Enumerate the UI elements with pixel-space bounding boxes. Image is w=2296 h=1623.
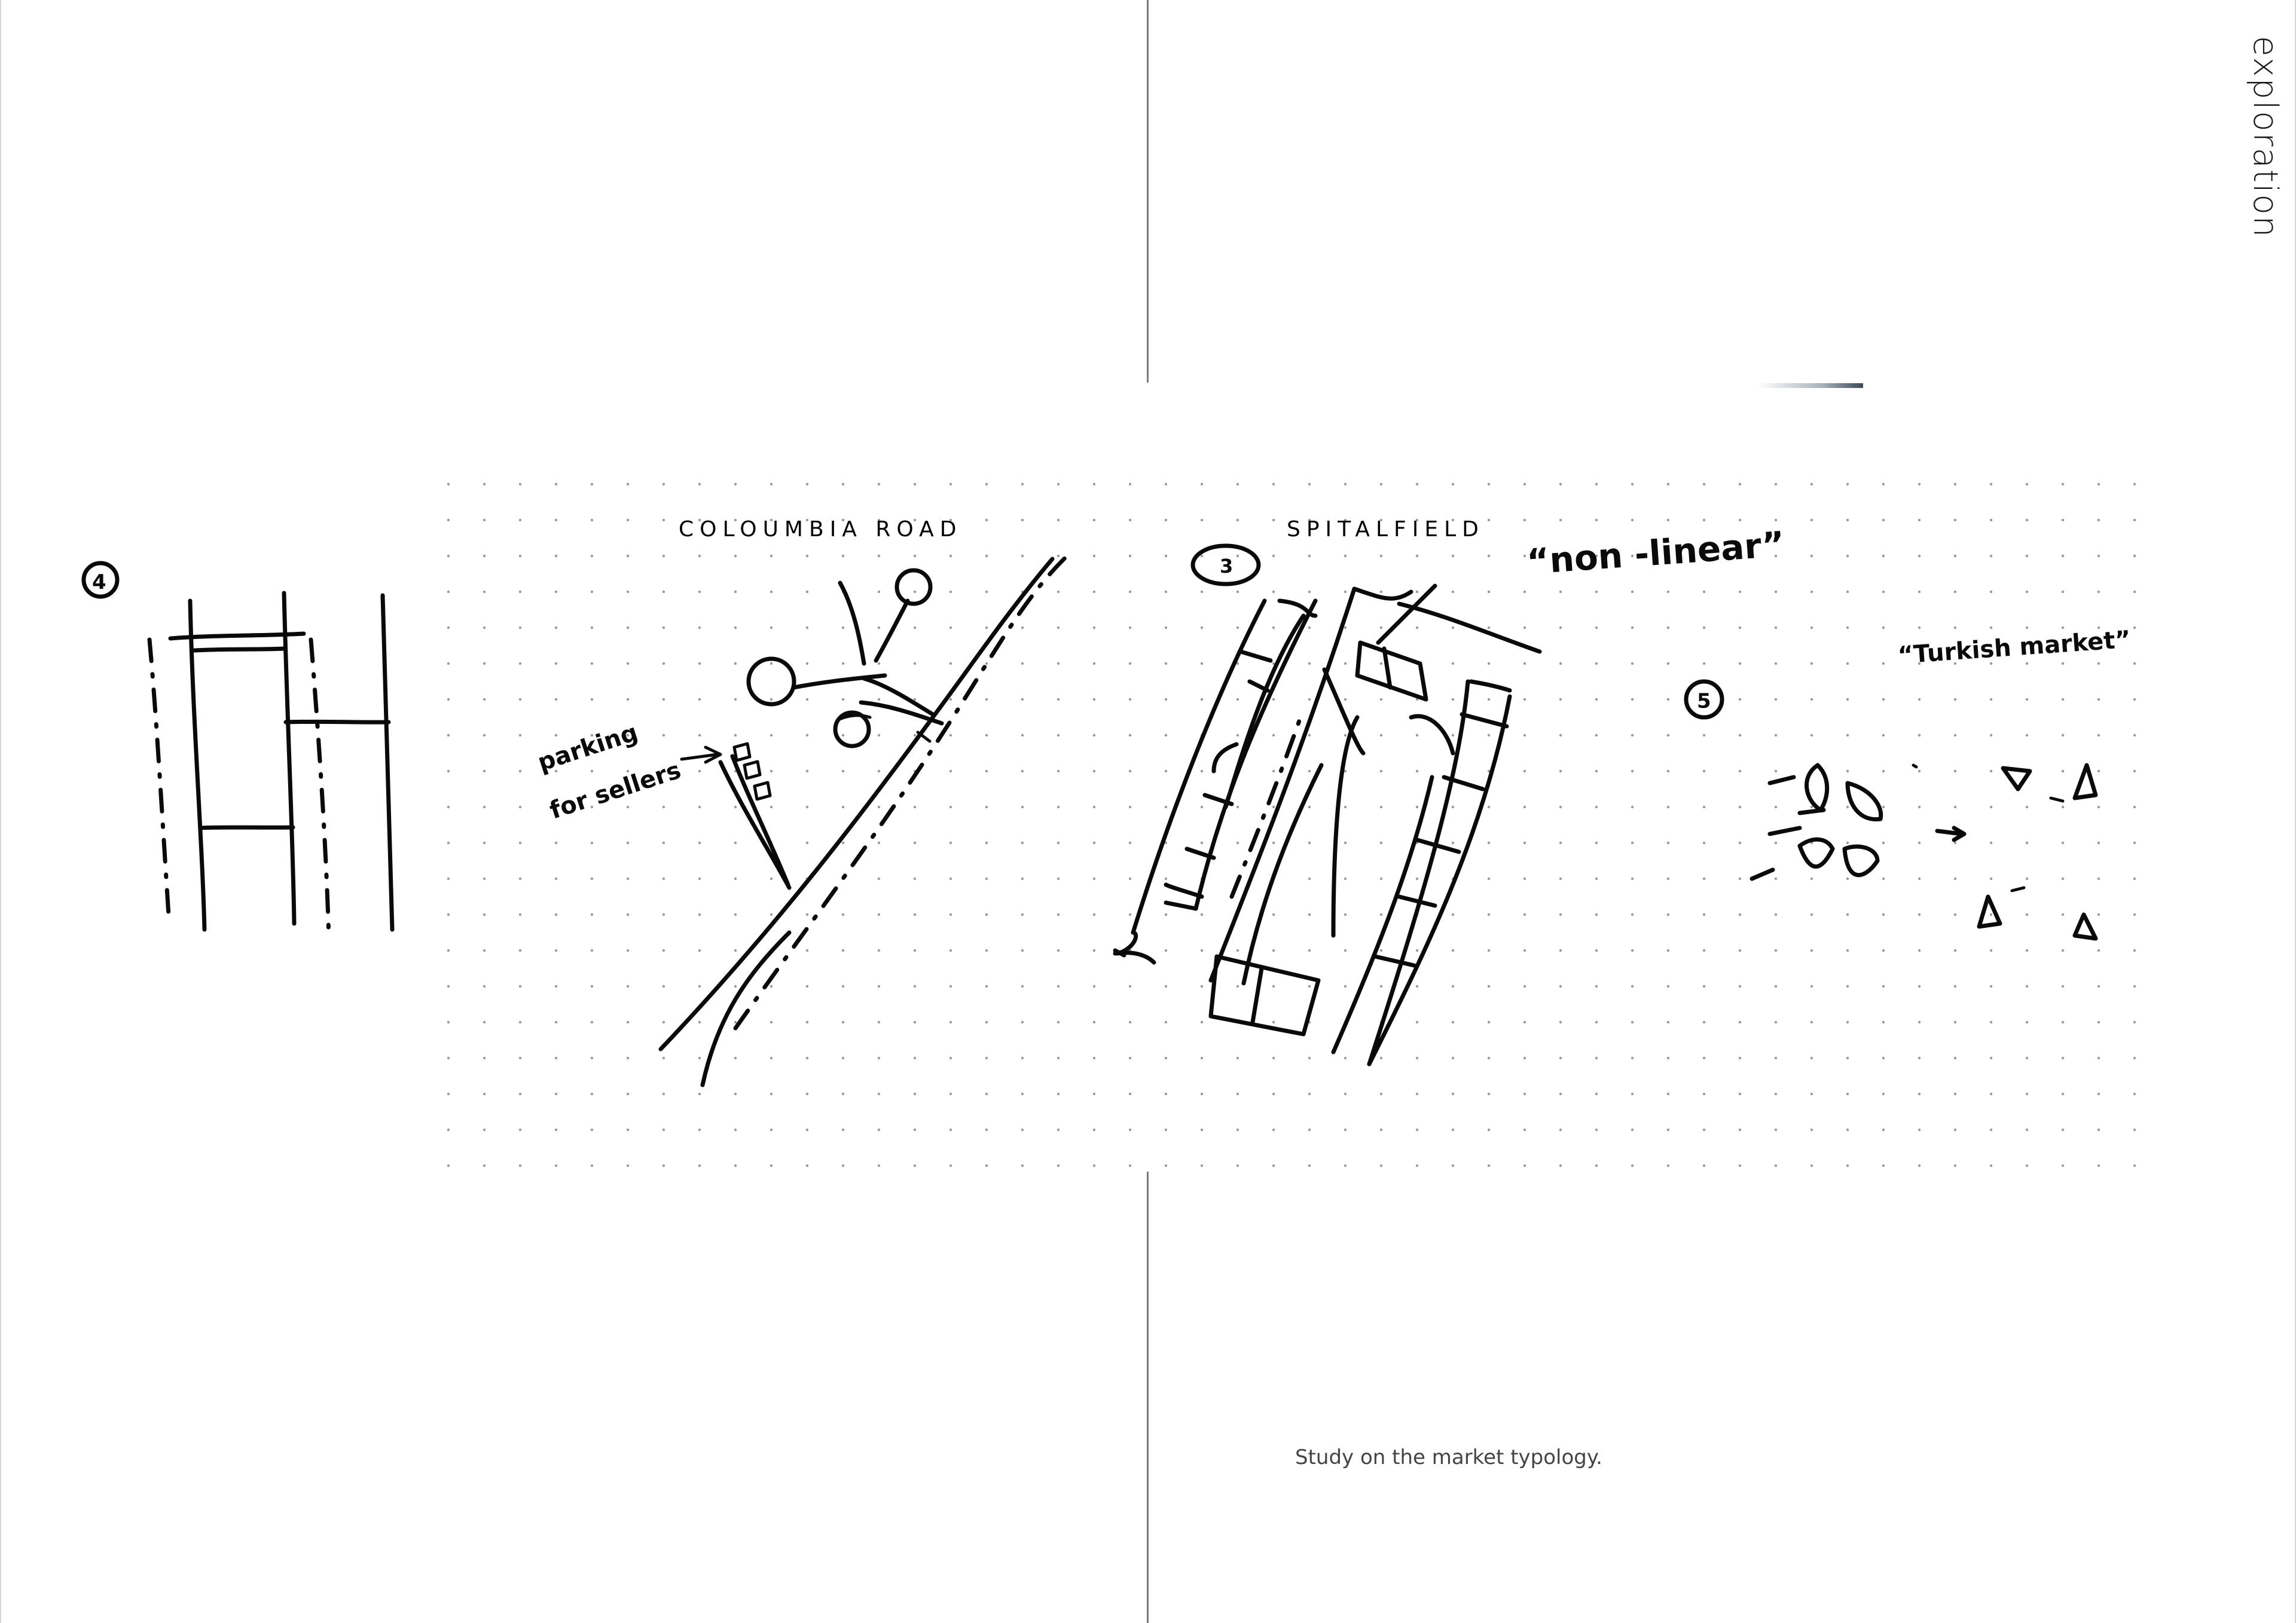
sketch-3-spitalfield: 3 “non -linear” xyxy=(1113,524,1786,1066)
page-edge-right xyxy=(2295,0,2296,1623)
book-spine-top xyxy=(1147,0,1149,383)
dot-grid xyxy=(419,454,2152,1172)
sketch-number-4: 4 xyxy=(92,570,106,594)
sketch-4-grid-street: 4 xyxy=(81,561,395,941)
page-caption: Study on the market typology. xyxy=(1295,1445,1602,1469)
page-edge-left xyxy=(0,0,1,1623)
label-columbia-road: COLOUMBIA ROAD xyxy=(679,517,962,542)
label-spitalfield: SPITALFIELD xyxy=(1287,517,1485,542)
book-spine-bottom xyxy=(1147,1172,1149,1623)
sketch-number-5: 5 xyxy=(1697,689,1711,713)
sketch-number-3: 3 xyxy=(1220,555,1233,577)
tab-mark xyxy=(1758,383,1863,388)
section-title: exploration xyxy=(2246,36,2285,239)
